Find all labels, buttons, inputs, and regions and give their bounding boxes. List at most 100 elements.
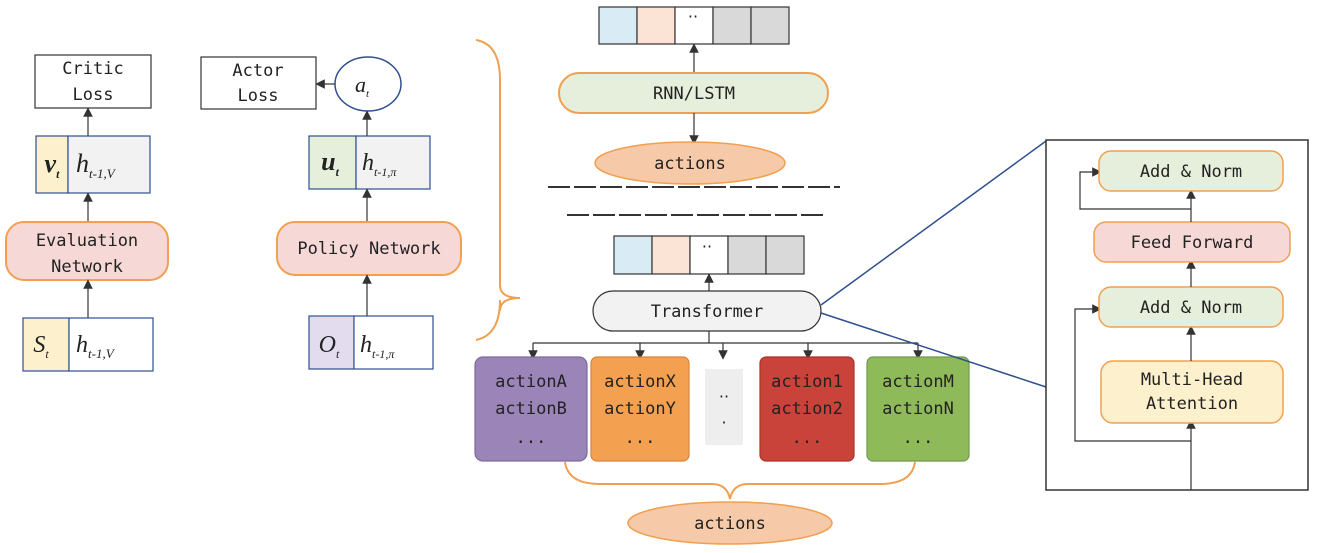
action-group-ellipsis [705, 369, 743, 445]
actor-obs-symbol: O [319, 332, 336, 358]
action-group-m-line3: ... [903, 428, 934, 448]
critic-column: Critic Loss vt ht-1,V Evaluation Network… [5, 54, 169, 372]
actor-obs-hidden-cell [353, 315, 434, 370]
add-norm-top-box [1098, 150, 1284, 192]
rnn-seq-cell-2 [636, 6, 676, 45]
actor-action-node [334, 56, 402, 112]
action-group-a-line1: actionA [495, 372, 567, 392]
rnn-seq-cell-4 [712, 6, 752, 45]
actor-loss-line1: Actor [232, 61, 283, 81]
critic-value-cell [35, 135, 69, 194]
multi-head-attention-box [1100, 360, 1284, 424]
policy-network-label: Policy Network [297, 239, 440, 259]
actor-action-symbol: a [355, 72, 366, 97]
zoom-line-top [820, 140, 1047, 306]
tf-seq-cell-1 [613, 235, 653, 275]
action-group-a-line3: ... [516, 428, 547, 448]
tf-seq-cell-2 [651, 235, 691, 275]
action-group-m [866, 356, 970, 462]
rnn-seq-cell-5 [750, 6, 790, 45]
actor-obs-hidden: h [360, 332, 372, 358]
action-group-ellipsis-line2: · [721, 413, 726, 432]
action-group-x-line1: actionX [604, 372, 676, 392]
svg-text:ut: ut [321, 147, 339, 179]
action-group-1-line3: ... [792, 428, 823, 448]
transformer-box [592, 290, 822, 332]
critic-state-sub: t [45, 347, 49, 361]
orange-brace [475, 39, 521, 341]
actor-column: Actor Loss at ut ht-1,π Policy Network O… [200, 56, 462, 370]
evaluation-network-line1: Evaluation [36, 231, 138, 251]
svg-text:St: St [33, 332, 49, 361]
critic-value-sub: t [56, 167, 60, 181]
actor-obs-hidden-sub: t-1,π [372, 347, 395, 361]
tf-seq-ellipsis: ·· [702, 237, 712, 256]
tf-seq-cell-5 [765, 235, 805, 275]
add-norm-top-label: Add & Norm [1140, 162, 1242, 182]
transformer-branch: ·· Transformer actionA actionB ... actio… [474, 235, 970, 545]
transformer-label: Transformer [651, 302, 764, 322]
svg-text:at: at [355, 72, 370, 100]
critic-value-hidden-sub: t-1,V [89, 166, 117, 181]
action-group-m-line1: actionM [882, 372, 954, 392]
tf-actions-ellipse [627, 501, 833, 545]
action-group-1-line2: action2 [771, 399, 843, 419]
svg-text:ht-1,π: ht-1,π [360, 332, 395, 361]
feed-forward-label: Feed Forward [1131, 233, 1254, 253]
action-group-x-line2: actionY [604, 399, 676, 419]
action-group-x [590, 356, 690, 462]
actor-output-hidden: h [362, 150, 374, 176]
critic-state-symbol: S [33, 332, 45, 358]
transformer-detail-panel: Multi-Head Attention Add & Norm Feed For… [1045, 139, 1309, 491]
mha-line2: Attention [1146, 394, 1238, 414]
rnn-actions-label: actions [654, 154, 726, 174]
actor-obs-cell [308, 315, 355, 370]
critic-loss-line1: Critic [62, 59, 123, 79]
actor-loss-line2: Loss [238, 86, 279, 106]
action-group-m-line2: actionN [882, 399, 954, 419]
critic-value-symbol: v [45, 149, 57, 178]
critic-state-hidden-sub: t-1,V [88, 346, 116, 361]
actor-obs-sub: t [336, 347, 340, 361]
action-group-a [474, 356, 588, 462]
action-group-x-line3: ... [625, 428, 656, 448]
actor-loss-box [200, 56, 317, 110]
action-group-a-line2: actionB [495, 399, 567, 419]
tf-actions-label: actions [694, 514, 766, 534]
rnn-seq-cell-3 [674, 6, 714, 45]
add-norm-bottom-label: Add & Norm [1140, 298, 1242, 318]
rnn-lstm-label: RNN/LSTM [653, 84, 735, 104]
actor-output-hidden-sub: t-1,π [374, 165, 397, 179]
action-group-ellipsis-line1: ·· [719, 387, 729, 406]
svg-text:ht-1,V: ht-1,V [76, 149, 117, 181]
actor-action-sub: t [366, 88, 370, 100]
critic-state-hidden-cell [68, 317, 154, 372]
actor-output-cell [308, 135, 357, 190]
critic-value-hidden-cell [67, 135, 151, 194]
actor-output-hidden-cell [355, 135, 431, 190]
svg-text:vt: vt [45, 149, 61, 181]
tf-seq-cell-4 [727, 235, 767, 275]
svg-text:ht-1,π: ht-1,π [362, 150, 397, 179]
critic-value-hidden: h [76, 149, 89, 178]
action-group-1 [759, 356, 855, 462]
feed-forward-box [1093, 221, 1291, 263]
actor-output-sub: t [336, 165, 340, 179]
svg-text:ht-1,V: ht-1,V [76, 332, 116, 361]
action-group-1-line1: action1 [771, 372, 843, 392]
rnn-seq-ellipsis: ·· [688, 7, 698, 26]
rnn-seq-cell-1 [598, 6, 638, 45]
rnn-branch: ·· RNN/LSTM actions [558, 6, 829, 185]
bottom-brace [564, 461, 916, 500]
critic-loss-line2: Loss [73, 85, 114, 105]
svg-text:Ot: Ot [319, 332, 340, 361]
mha-line1: Multi-Head [1141, 370, 1243, 390]
critic-loss-box [34, 54, 152, 109]
critic-state-hidden: h [76, 332, 88, 358]
evaluation-network-line2: Network [51, 257, 123, 277]
critic-state-cell [22, 317, 70, 372]
zoom-line-bottom [820, 312, 1047, 388]
rnn-actions-ellipse [594, 141, 786, 185]
actor-output-symbol: u [321, 147, 335, 176]
